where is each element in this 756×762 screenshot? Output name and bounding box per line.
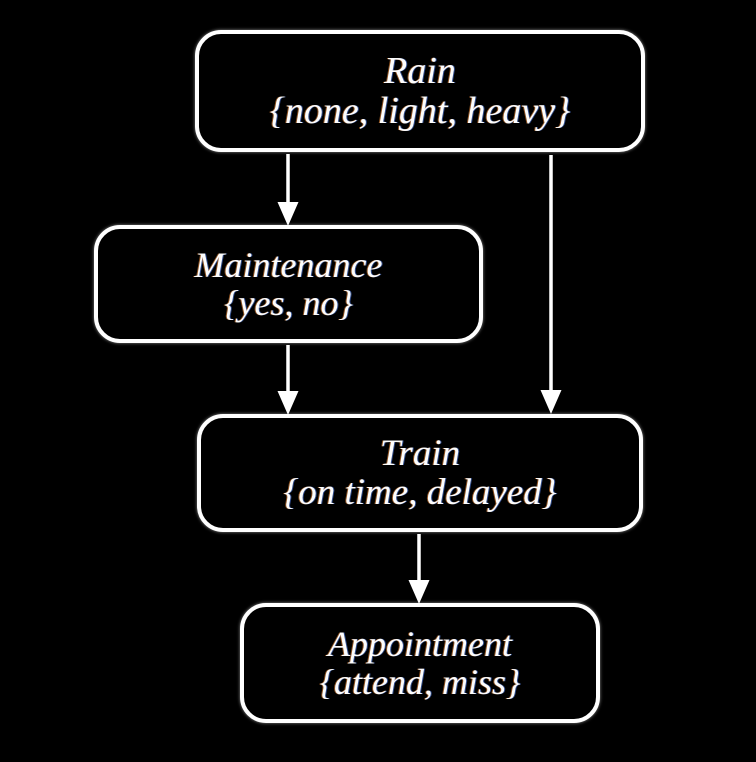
- edge-rain-to-maintenance: [277, 154, 299, 226]
- node-appointment[interactable]: Appointment {attend, miss}: [240, 603, 600, 723]
- node-train[interactable]: Train {on time, delayed}: [197, 414, 643, 532]
- node-appointment-label: Appointment: [328, 623, 512, 664]
- node-maintenance-label: Maintenance: [194, 244, 383, 285]
- edge-rain-to-train: [540, 155, 562, 414]
- node-rain-label: Rain: [384, 49, 456, 92]
- node-rain-domain: {none, light, heavy}: [269, 90, 571, 132]
- node-train-label: Train: [379, 432, 461, 474]
- node-rain[interactable]: Rain {none, light, heavy}: [195, 30, 645, 152]
- node-appointment-domain: {attend, miss}: [319, 662, 521, 702]
- node-maintenance-domain: {yes, no}: [224, 283, 353, 323]
- node-train-domain: {on time, delayed}: [283, 472, 557, 513]
- edge-maintenance-to-train: [277, 345, 299, 415]
- edge-train-to-appointment: [408, 534, 430, 604]
- node-maintenance[interactable]: Maintenance {yes, no}: [94, 225, 483, 343]
